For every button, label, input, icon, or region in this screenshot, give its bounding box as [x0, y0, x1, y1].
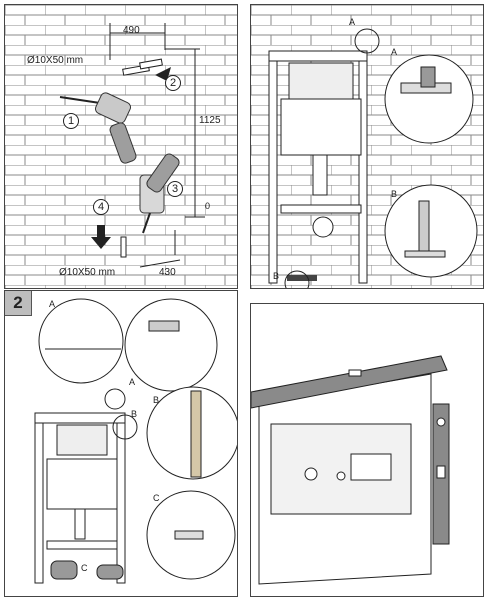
panel-step-2: 2 A A B B C C — [4, 290, 238, 597]
step-circle-4: 4 — [93, 199, 109, 215]
step-circle-3: 3 — [167, 181, 183, 197]
panel-step-1: 1 Ø10X50 mm Ø10X50 mm — [4, 4, 238, 289]
detail-b-label: B — [153, 395, 160, 405]
dimension-zero-label: 0 — [205, 201, 211, 211]
detail-a-label: A — [391, 47, 398, 57]
detail-a-label: A — [49, 299, 56, 309]
panel-step-3: 3 A A B B — [250, 4, 484, 289]
panel-step-4: 4 — [250, 303, 484, 597]
callout-c-label: C — [81, 563, 88, 573]
callout-a-label: A — [349, 17, 356, 27]
frame-leveling-illustration — [251, 304, 483, 596]
dimension-depth-label: 430 — [159, 267, 176, 278]
step-circle-1: 1 — [63, 113, 79, 129]
detail-c-label: C — [153, 493, 160, 503]
drill-size-top-label: Ø10X50 mm — [27, 55, 84, 66]
wall-drilling-illustration — [5, 5, 237, 288]
callout-b-label: B — [273, 271, 280, 281]
callout-b-label: B — [131, 409, 138, 419]
step-number: 2 — [5, 291, 32, 316]
detail-b-label: B — [391, 189, 398, 199]
dimension-height-label: 1125 — [199, 115, 221, 126]
callout-a-label: A — [129, 377, 136, 387]
frame-mounting-illustration — [251, 5, 483, 288]
drill-size-bottom-label: Ø10X50 mm — [59, 267, 116, 278]
dimension-width-label: 490 — [123, 25, 140, 36]
frame-adjustment-illustration — [34, 298, 237, 584]
step-circle-2: 2 — [165, 75, 181, 91]
